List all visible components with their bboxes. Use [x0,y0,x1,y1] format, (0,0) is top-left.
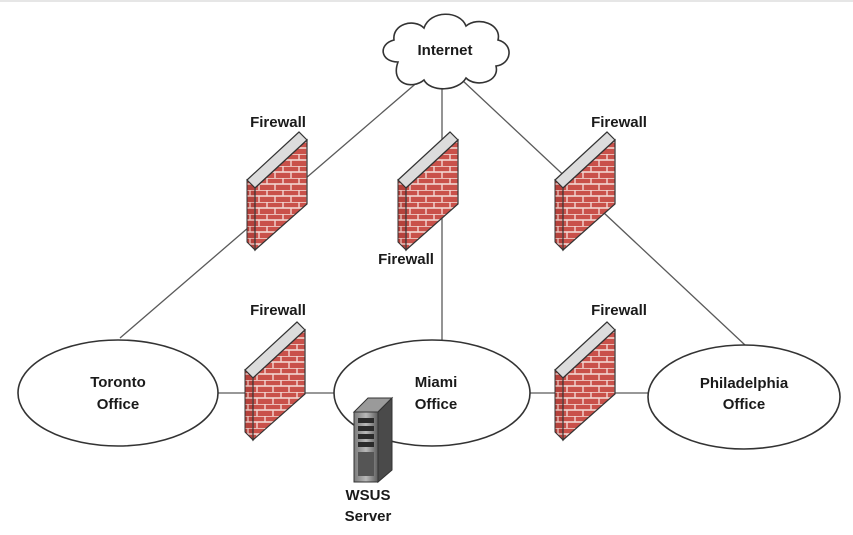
server-line1: WSUS [346,487,391,504]
firewall-label-upper-left: Firewall [250,114,306,131]
brick-wall-icon [562,328,616,442]
philadelphia-line1: Philadelphia [700,375,789,392]
server-icon [352,396,394,484]
office-ellipse [647,344,841,450]
toronto-line2: Office [97,396,140,413]
firewall-label-lower-left: Firewall [250,302,306,319]
internet-label: Internet [417,42,472,59]
firewall-lower-left [244,321,306,442]
brick-wall-icon [562,138,616,252]
internet-cloud-icon: Internet [382,13,510,90]
firewall-lower-right [554,321,616,442]
philadelphia-line2: Office [723,396,766,413]
firewall-upper-left [246,131,308,252]
firewall-label-upper-right: Firewall [591,114,647,131]
server-line2: Server [345,508,392,525]
office-ellipse [17,339,219,447]
brick-wall-icon [405,138,459,252]
miami-line2: Office [415,396,458,413]
philadelphia-office: Philadelphia Office [647,344,841,450]
miami-line1: Miami [415,374,458,391]
toronto-line1: Toronto [90,374,146,391]
firewall-upper-right [554,131,616,252]
firewall-upper-middle [397,131,459,252]
toronto-office: Toronto Office [17,339,219,447]
brick-wall-icon [252,328,306,442]
firewall-label-lower-right: Firewall [591,302,647,319]
firewall-label-upper-middle: Firewall [378,251,434,268]
brick-wall-icon [254,138,308,252]
